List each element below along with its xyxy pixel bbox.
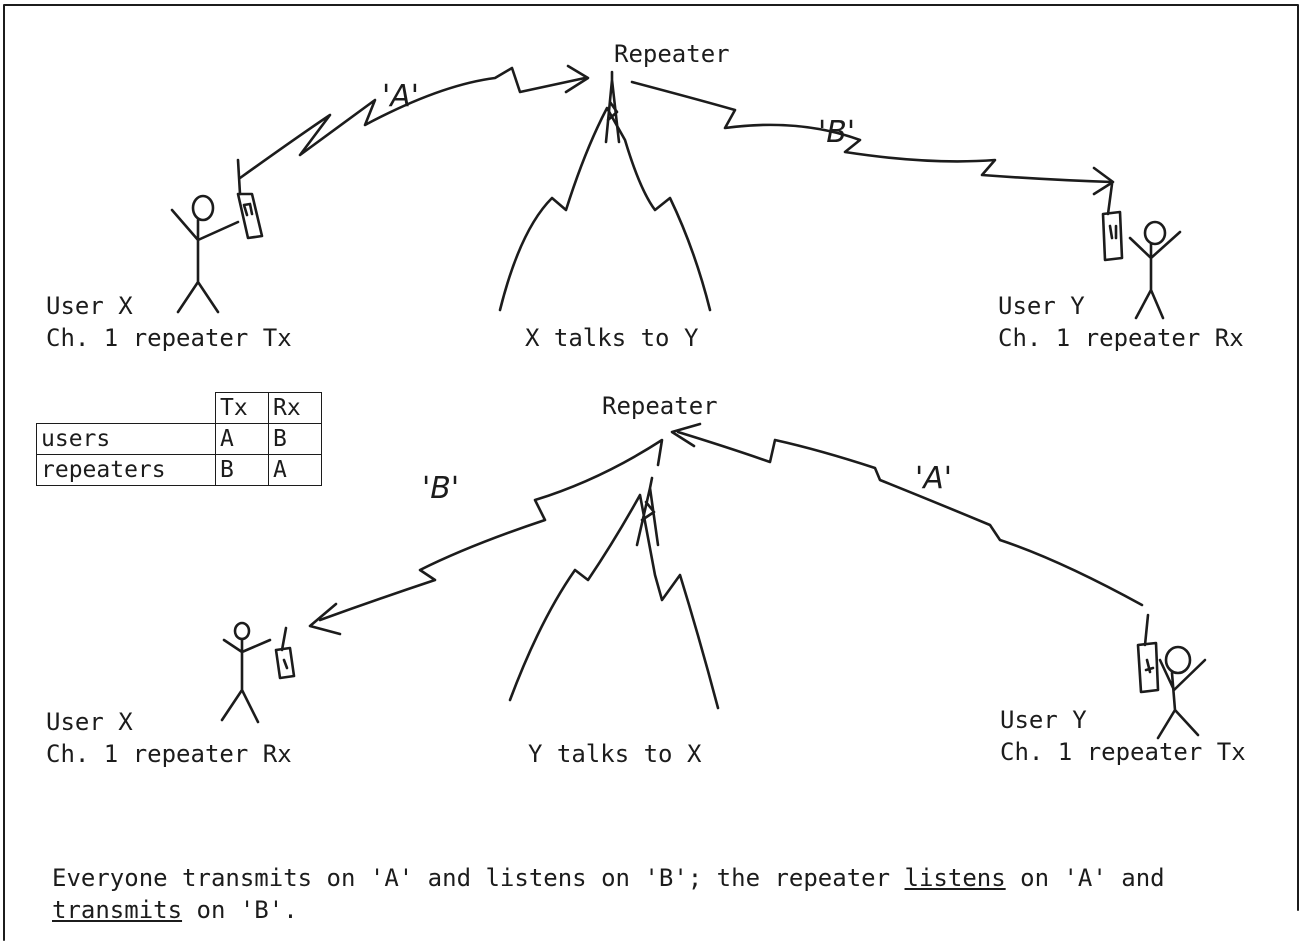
table-row: users A B [36,423,322,455]
user-y-figure-top [1128,220,1182,320]
table-header-rx: Rx [268,392,322,424]
user-x-role-top: Ch. 1 repeater Tx [46,324,292,352]
footnote-transmits: transmits [52,896,183,924]
user-x-figure-top [170,194,240,314]
table-row: repeaters B A [36,454,322,486]
signal-a-top [238,66,587,180]
signal-b-top [630,80,1114,184]
footnote-listens: listens [904,864,1006,892]
mountain-bottom [508,493,720,710]
arrowhead-b-top [1092,166,1115,196]
user-x-figure-bottom [220,621,272,724]
caption-bottom: Y talks to X [528,740,702,768]
footnote-line-1: Everyone transmits on 'A' and listens on… [52,862,1165,894]
table-cell-rx: B [268,423,322,455]
user-x-name-top: User X [46,292,133,320]
signal-a-bottom [676,430,1144,607]
label-b-top: 'B' [818,115,855,150]
table-row-label: repeaters [36,454,216,486]
footnote-line-2: transmits on 'B'. [52,894,298,926]
frame [3,4,1299,941]
user-y-role-top: Ch. 1 repeater Rx [998,324,1244,352]
table-header-row: Tx Rx [36,392,322,424]
table-header-blank [36,392,216,424]
user-x-role-bottom: Ch. 1 repeater Rx [46,740,292,768]
mountain-top [498,106,712,312]
table-cell-tx: B [215,454,269,486]
radio-x-top [236,158,264,240]
repeater-antenna-top [604,70,621,144]
radio-y-bottom [1136,613,1160,694]
radio-x-bottom [274,626,296,680]
label-b-bottom: 'B' [422,471,459,506]
arrowhead-a-top [564,64,590,94]
table-cell-tx: A [215,423,269,455]
footnote-text-1: Everyone transmits on 'A' and listens on… [52,864,905,892]
user-y-figure-bottom [1156,645,1207,740]
arrowhead-b-bottom [308,602,342,636]
repeater-label-bottom: Repeater [602,392,718,420]
table-row-label: users [36,423,216,455]
radio-y-top [1101,182,1124,262]
user-y-name-top: User Y [998,292,1085,320]
signal-b-bottom [318,438,664,622]
table-header-tx: Tx [215,392,269,424]
user-x-name-bottom: User X [46,708,133,736]
user-y-role-bottom: Ch. 1 repeater Tx [1000,738,1246,766]
repeater-label-top: Repeater [614,40,730,68]
label-a-bottom: 'A' [915,461,952,496]
caption-top: X talks to Y [525,324,699,352]
repeater-antenna-bottom [635,476,660,547]
arrowhead-a-bottom [670,422,702,448]
footnote-text-3: on 'B'. [182,896,298,924]
label-a-top: 'A' [382,79,419,114]
user-y-name-bottom: User Y [1000,706,1087,734]
footnote-text-2: on 'A' and [1005,864,1165,892]
table-cell-rx: A [268,454,322,486]
frequency-table: Tx Rx users A B repeaters B A [36,392,322,486]
